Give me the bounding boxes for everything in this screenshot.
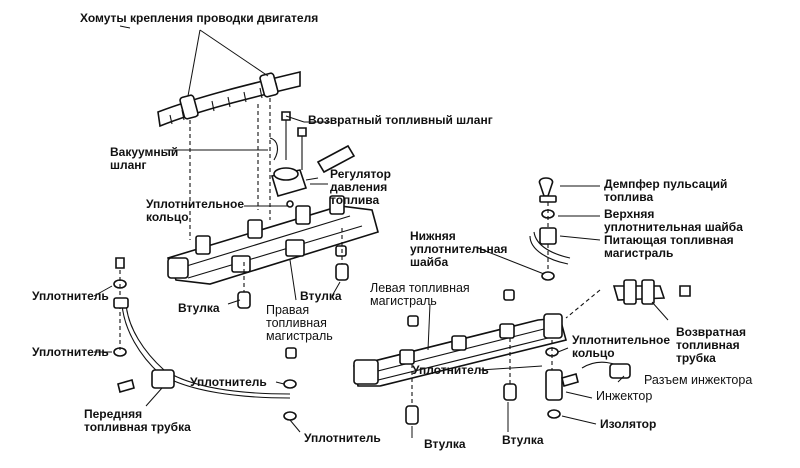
label-sleeve: Втулка <box>502 433 544 447</box>
label-lower-washer: Нижняя уплотнительная шайба <box>410 229 508 269</box>
label-seal: Уплотнитель <box>32 345 109 359</box>
label-sleeve: Втулка <box>178 301 220 315</box>
label-pulsation-damper: Демпфер пульсаций топлива <box>604 177 728 204</box>
label-sleeve: Втулка <box>424 437 466 451</box>
supply-line-and-damper <box>529 177 571 281</box>
label-o-ring-right: Уплотнительное кольцо <box>572 333 671 360</box>
left-fuel-rail <box>353 313 567 387</box>
label-injector-connector: Разъем инжектора <box>644 373 753 387</box>
return-tube <box>565 279 691 319</box>
right-fuel-rail <box>166 195 379 285</box>
label-o-ring-left: Уплотнительное кольцо <box>146 197 245 224</box>
injector-assembly <box>545 340 631 419</box>
label-left-rail: Левая топливная магистраль <box>370 281 470 308</box>
label-seal: Уплотнитель <box>412 363 489 377</box>
label-return-tube: Возвратная топливная трубка <box>676 325 746 365</box>
front-fuel-tube <box>113 297 291 399</box>
label-seal: Уплотнитель <box>190 375 267 389</box>
label-front-fuel-tube: Передняя топливная трубка <box>84 407 191 434</box>
label-return-hose: Возвратный топливный шланг <box>308 113 493 127</box>
label-pressure-regulator: Регулятор давления топлива <box>330 167 391 207</box>
sleeves-and-seals <box>113 228 517 425</box>
label-upper-washer: Верхняя уплотнительная шайба <box>604 207 743 234</box>
pressure-regulator <box>269 111 356 208</box>
label-injector: Инжектор <box>596 389 653 403</box>
label-seal: Уплотнитель <box>304 431 381 445</box>
label-vacuum-hose: Вакуумный шланг <box>110 145 179 172</box>
label-right-rail: Правая топливная магистраль <box>266 303 333 343</box>
label-supply-line: Питающая топливная магистраль <box>604 233 734 260</box>
label-isolator: Изолятор <box>600 417 657 431</box>
label-sleeve: Втулка <box>300 289 342 303</box>
leader-lines <box>93 115 669 438</box>
wiring-harness <box>119 25 301 240</box>
label-seal: Уплотнитель <box>32 289 109 303</box>
label-wiring-clamps: Хомуты крепления проводки двигателя <box>80 11 319 25</box>
